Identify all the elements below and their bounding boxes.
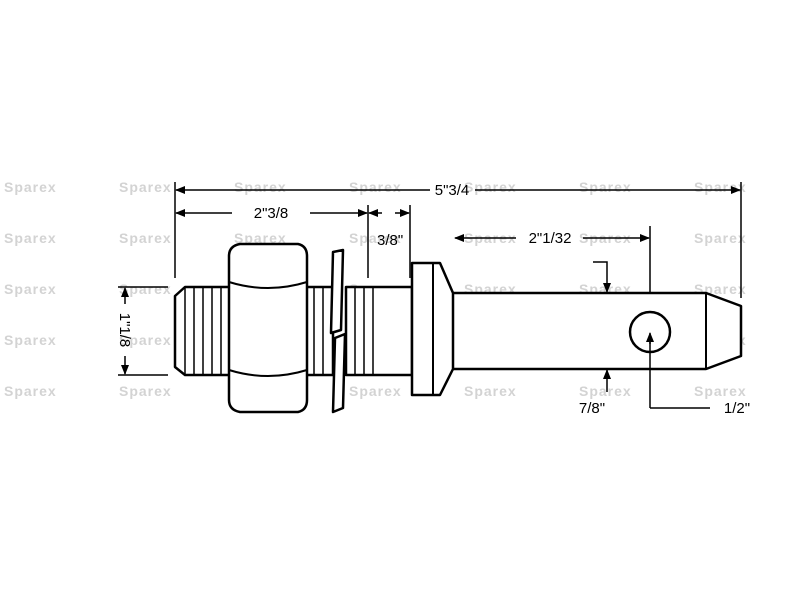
sparex-watermark: Sparex [119,332,172,348]
sparex-watermark: Sparex [694,230,747,246]
label-overall-length: 5"3/4 [435,182,470,199]
thread-middle [303,285,335,377]
sparex-watermark: Sparex [119,230,172,246]
spring-washer [329,248,347,414]
thread-shank [344,285,414,377]
label-pin-diameter: 7/8" [579,400,605,417]
dimension-lines [118,182,742,409]
hex-nut [227,242,309,414]
sparex-watermark: Sparex [234,230,287,246]
top-link-pin [173,242,743,414]
label-thread-diameter: 1"1/8 [116,313,133,348]
sparex-watermark: Sparex [4,230,57,246]
threaded-end [173,285,232,377]
sparex-watermark: Sparex [349,230,402,246]
pin-collar [410,261,455,397]
sparex-watermark: Sparex [694,179,747,195]
sparex-watermark: Sparex [119,179,172,195]
sparex-watermark: Sparex [119,281,172,297]
sparex-watermark: Sparex [4,281,57,297]
sparex-watermark: Sparex [349,383,402,399]
sparex-watermark: Sparex [579,179,632,195]
label-thread-length: 2"3/8 [254,205,289,222]
label-collar-width: 3/8" [377,232,403,249]
dim-line-pin-dia-top [593,261,611,293]
pin-shaft [438,291,743,371]
label-hole-diameter: 1/2" [724,400,750,417]
sparex-watermark: Sparex [4,383,57,399]
sparex-watermark: Sparex [464,179,517,195]
sparex-watermark: Sparex [234,179,287,195]
dimension-labels: 5"3/4 2"3/8 3/8" 2"1/32 1"1/8 7/8" 1/2" [116,182,750,417]
sparex-watermark: Sparex [119,383,172,399]
sparex-watermark: Sparex [694,383,747,399]
sparex-watermark: Sparex [4,332,57,348]
sparex-watermark: Sparex [349,179,402,195]
sparex-watermark: Sparex [464,383,517,399]
sparex-watermark: Sparex [4,179,57,195]
label-pin-to-hole: 2"1/32 [529,230,572,247]
sparex-watermark: Sparex [579,383,632,399]
